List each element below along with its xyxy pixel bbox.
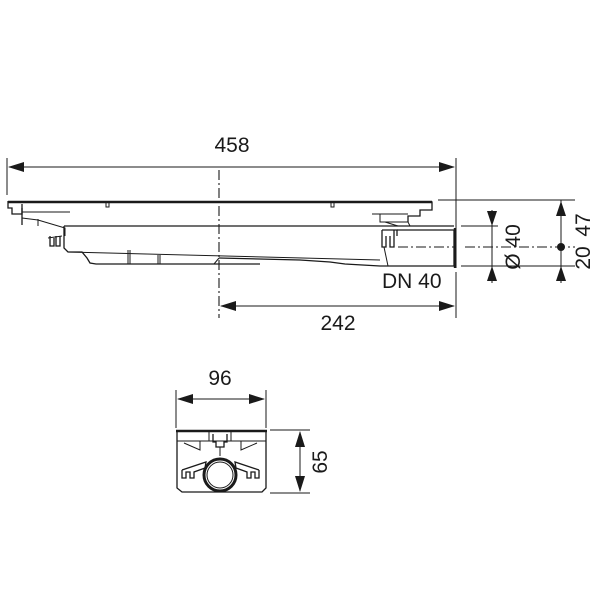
diameter-40-label: Ø 40 xyxy=(502,224,525,270)
center-point-dot xyxy=(557,243,565,251)
height-20-label: 20 xyxy=(572,246,595,269)
dimension-65: 65 xyxy=(270,429,332,494)
outlet-dn40-label: DN 40 xyxy=(382,270,442,293)
end-view-body xyxy=(176,429,267,493)
end-view: 96 65 xyxy=(175,367,332,494)
height-65-label: 65 xyxy=(309,450,332,473)
dimension-242: 242 xyxy=(220,272,457,335)
height-47-label: 47 xyxy=(572,213,595,236)
dimension-96: 96 xyxy=(175,367,267,428)
width-96-label: 96 xyxy=(208,367,231,390)
length-458-label: 458 xyxy=(214,134,249,157)
dimension-height-47-20: 47 20 xyxy=(556,200,595,283)
offset-242-label: 242 xyxy=(320,312,355,335)
side-view: 458 xyxy=(6,134,595,335)
dimension-458: 458 xyxy=(6,134,457,268)
channel-body xyxy=(7,200,457,268)
dimension-diameter-40: Ø 40 xyxy=(487,210,525,283)
